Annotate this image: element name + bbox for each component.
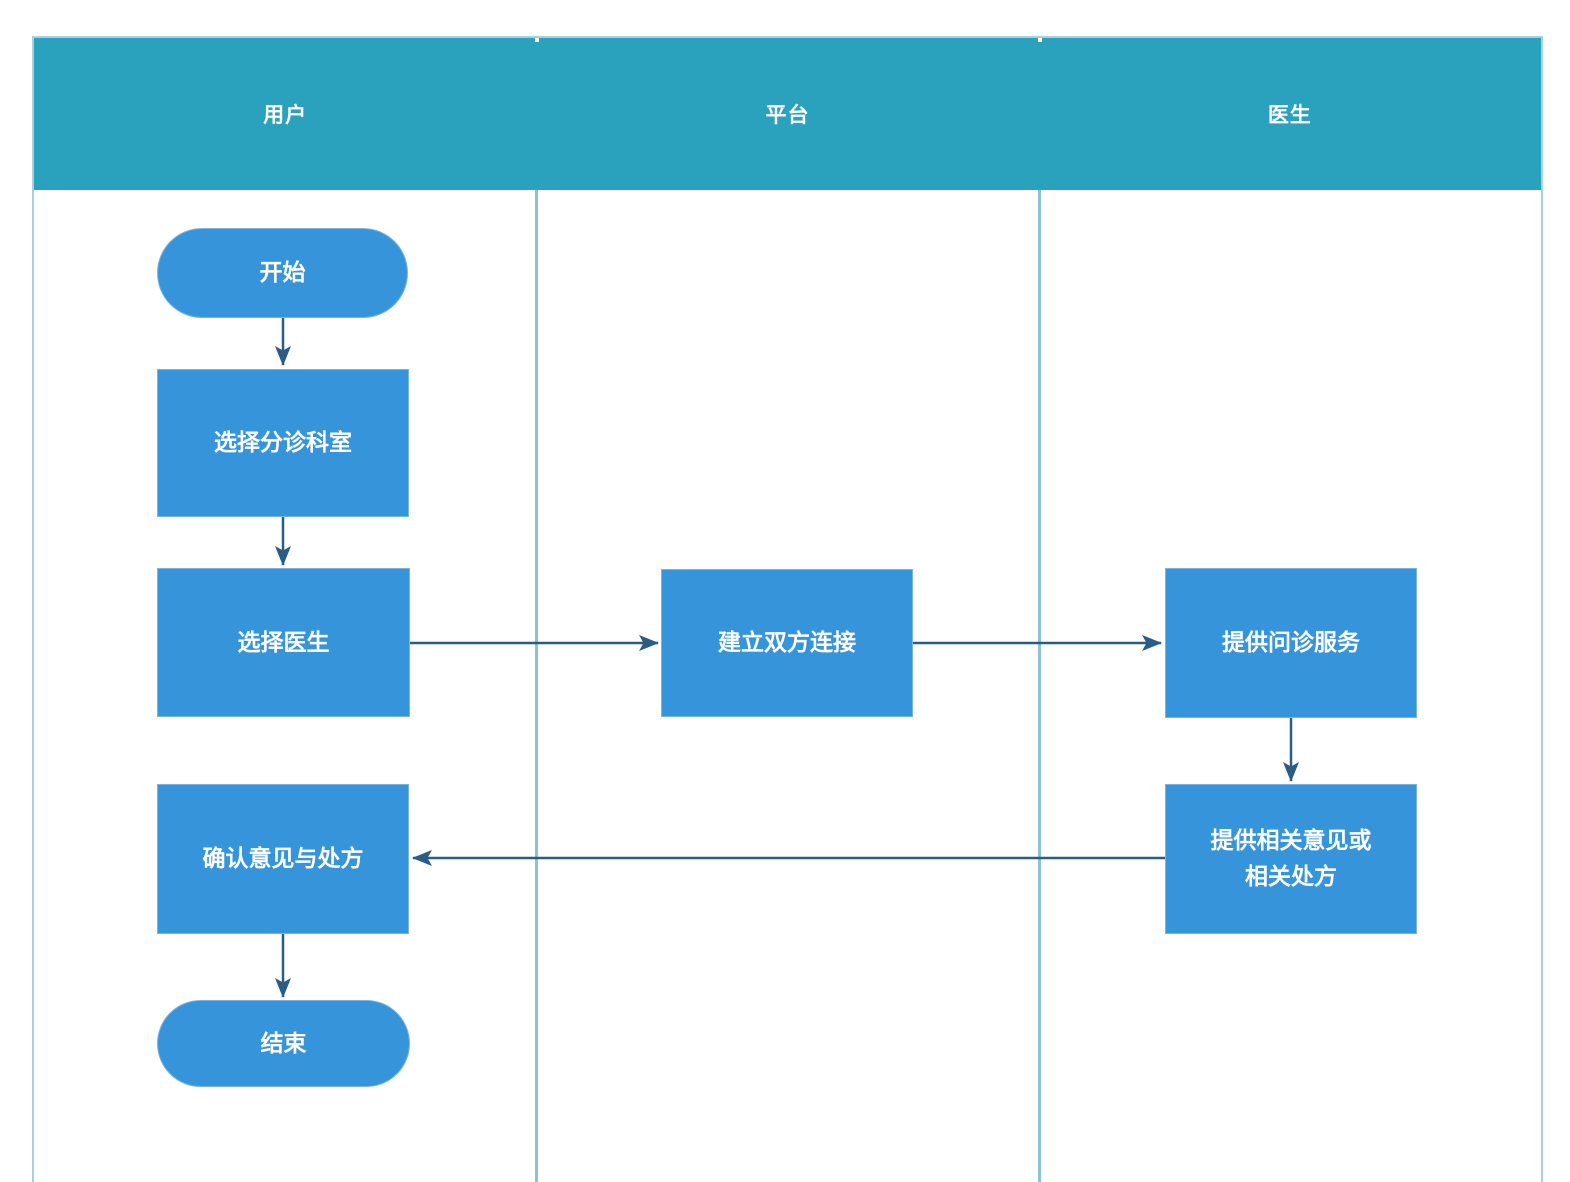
lane-label-user: 用户 bbox=[263, 104, 308, 127]
node-label: 选择医生 bbox=[237, 628, 330, 655]
node-label: 开始 bbox=[259, 259, 306, 286]
node-end: 结束 bbox=[157, 1000, 410, 1087]
node-label: 提供相关意见或 相关处方 bbox=[1210, 827, 1372, 889]
node-label: 提供问诊服务 bbox=[1222, 629, 1360, 656]
node-label: 选择分诊科室 bbox=[214, 429, 352, 456]
lane-gap-notch bbox=[1038, 38, 1042, 42]
lane-header-user: 用户 bbox=[34, 38, 536, 190]
node-label: 结束 bbox=[260, 1029, 307, 1056]
lane-header-platform: 平台 bbox=[536, 38, 1038, 190]
swimlane-frame: 用户 平台 医生 bbox=[32, 36, 1543, 1182]
node-select-doctor: 选择医生 bbox=[157, 568, 410, 717]
node-select-department: 选择分诊科室 bbox=[157, 369, 409, 517]
node-start: 开始 bbox=[157, 228, 408, 318]
lane-separator bbox=[535, 190, 538, 1182]
node-establish-connection: 建立双方连接 bbox=[661, 569, 913, 717]
lane-separator bbox=[1038, 190, 1041, 1182]
node-label: 确认意见与处方 bbox=[202, 845, 364, 872]
swimlane-header-band: 用户 平台 医生 bbox=[34, 38, 1541, 190]
node-label: 建立双方连接 bbox=[718, 629, 856, 656]
node-provide-advice: 提供相关意见或 相关处方 bbox=[1165, 784, 1417, 934]
lane-header-doctor: 医生 bbox=[1039, 38, 1541, 190]
lane-gap-notch bbox=[535, 38, 539, 42]
node-confirm-advice: 确认意见与处方 bbox=[157, 784, 409, 934]
lane-label-platform: 平台 bbox=[765, 104, 810, 127]
lane-label-doctor: 医生 bbox=[1267, 104, 1312, 127]
node-provide-consultation: 提供问诊服务 bbox=[1165, 568, 1417, 718]
